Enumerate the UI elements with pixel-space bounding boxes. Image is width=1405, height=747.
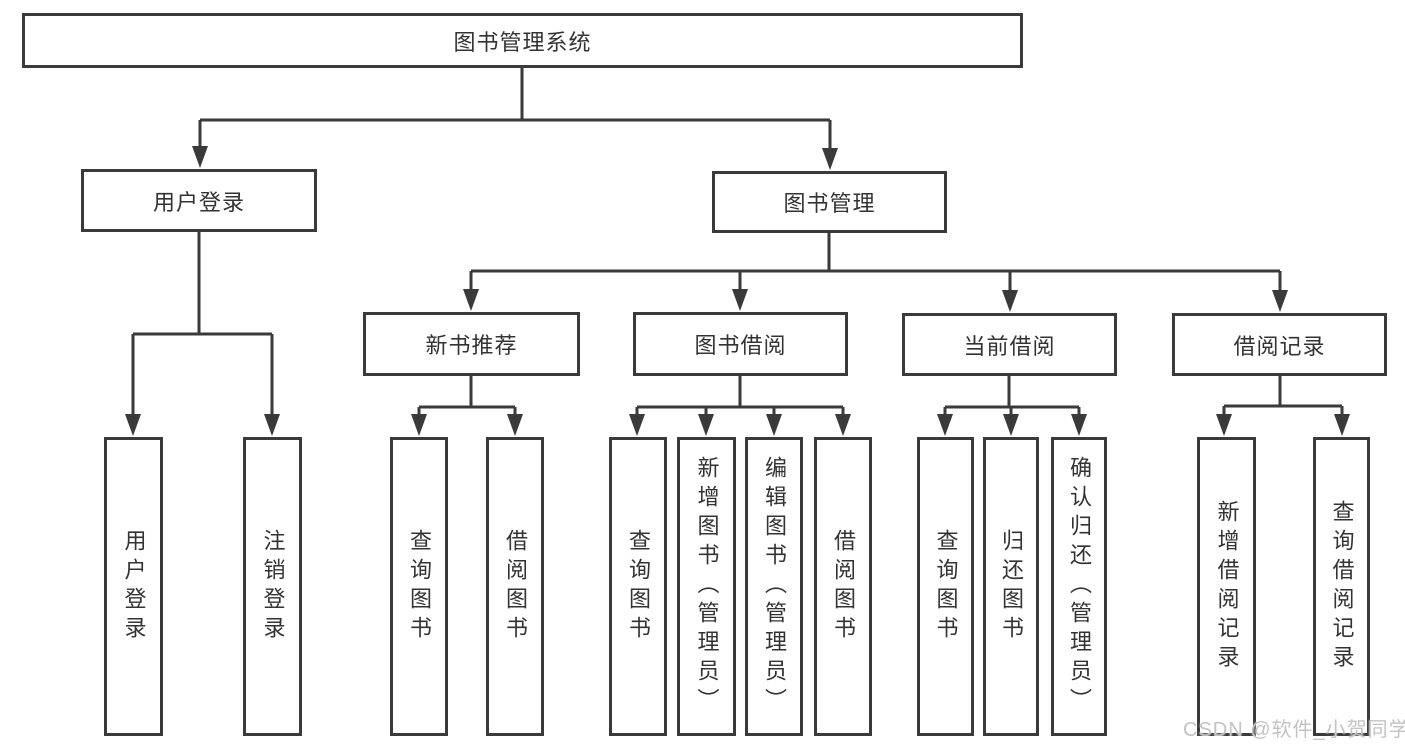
leaf-newbooks-borrow-label: 借阅图书	[503, 528, 528, 645]
node-user-login: 用户登录	[81, 169, 317, 232]
arrowhead-icon	[835, 414, 851, 436]
connector-current-borrow-to-leaves	[943, 376, 1081, 419]
arrowhead-icon	[1071, 414, 1087, 436]
arrowhead-icon	[822, 148, 838, 170]
leaf-currentborrow-query: 查询图书	[917, 437, 974, 736]
leaf-records-query-label: 查询借阅记录	[1329, 499, 1355, 674]
leaf-bookborrow-borrow: 借阅图书	[814, 437, 872, 736]
leaf-currentborrow-confirm: 确认归还（管理员）	[1051, 437, 1107, 736]
connector-book-borrow-to-leaves	[635, 376, 845, 419]
node-root-label: 图书管理系统	[453, 29, 592, 55]
arrowhead-icon	[698, 414, 714, 436]
node-borrow-records: 借阅记录	[1172, 313, 1387, 376]
node-book-borrow-label: 图书借阅	[694, 333, 787, 358]
leaf-newbooks-borrow: 借阅图书	[486, 437, 544, 736]
leaf-bookborrow-add: 新增图书（管理员）	[677, 437, 736, 736]
node-new-books: 新书推荐	[363, 312, 580, 376]
arrowhead-icon	[766, 414, 782, 436]
node-book-mgmt: 图书管理	[712, 171, 947, 233]
arrowhead-icon	[411, 414, 427, 436]
leaf-newbooks-query: 查询图书	[390, 437, 448, 736]
connector-user-login-to-leaves	[131, 232, 274, 419]
connector-new-books-to-leaves	[417, 376, 517, 419]
arrowhead-icon	[192, 146, 208, 168]
leaf-bookborrow-query-label: 查询图书	[626, 528, 651, 645]
node-book-mgmt-label: 图书管理	[783, 191, 876, 216]
arrowhead-icon	[732, 289, 748, 311]
leaf-logout-label: 注销登录	[260, 528, 286, 645]
arrowhead-icon	[264, 414, 280, 436]
leaf-records-add: 新增借阅记录	[1197, 437, 1256, 736]
arrowhead-icon	[1272, 290, 1288, 312]
node-user-login-label: 用户登录	[152, 189, 245, 215]
leaf-bookborrow-edit-label: 编辑图书（管理员）	[762, 456, 787, 717]
leaf-newbooks-query-label: 查询图书	[407, 528, 432, 645]
node-root: 图书管理系统	[22, 13, 1023, 68]
leaf-user-login-label: 用户登录	[121, 528, 147, 645]
leaf-bookborrow-query: 查询图书	[609, 437, 667, 736]
arrowhead-icon	[937, 414, 953, 436]
leaf-currentborrow-confirm-label: 确认归还（管理员）	[1067, 456, 1092, 717]
connector-root-to-level2	[198, 68, 832, 153]
arrowhead-icon	[1216, 414, 1232, 436]
arrowheads	[125, 146, 1350, 436]
leaf-bookborrow-add-label: 新增图书（管理员）	[694, 456, 720, 717]
csdn-watermark: CSDN @软件_小贺同学	[1183, 719, 1405, 741]
leaf-bookborrow-edit: 编辑图书（管理员）	[745, 437, 803, 736]
leaf-logout: 注销登录	[243, 437, 302, 736]
arrowhead-icon	[463, 289, 479, 311]
node-book-borrow: 图书借阅	[633, 312, 848, 376]
leaf-records-add-label: 新增借阅记录	[1214, 499, 1240, 674]
arrowhead-icon	[1003, 414, 1019, 436]
arrowhead-icon	[1334, 414, 1350, 436]
node-current-borrow: 当前借阅	[902, 313, 1117, 376]
leaf-currentborrow-query-label: 查询图书	[933, 528, 959, 645]
connector-borrow-records-to-leaves	[1222, 376, 1344, 419]
arrowhead-icon	[1002, 290, 1018, 312]
arrowhead-icon	[629, 414, 645, 436]
arrowhead-icon	[507, 414, 523, 436]
leaf-bookborrow-borrow-label: 借阅图书	[831, 528, 856, 645]
node-borrow-records-label: 借阅记录	[1233, 333, 1326, 359]
leaf-records-query: 查询借阅记录	[1313, 437, 1370, 736]
leaf-currentborrow-return: 归还图书	[983, 437, 1039, 736]
connector-book-mgmt-to-level3	[469, 233, 1282, 296]
node-current-borrow-label: 当前借阅	[963, 333, 1056, 359]
leaf-currentborrow-return-label: 归还图书	[999, 528, 1024, 645]
leaf-user-login: 用户登录	[104, 437, 163, 736]
node-new-books-label: 新书推荐	[425, 333, 518, 358]
arrowhead-icon	[125, 414, 141, 436]
